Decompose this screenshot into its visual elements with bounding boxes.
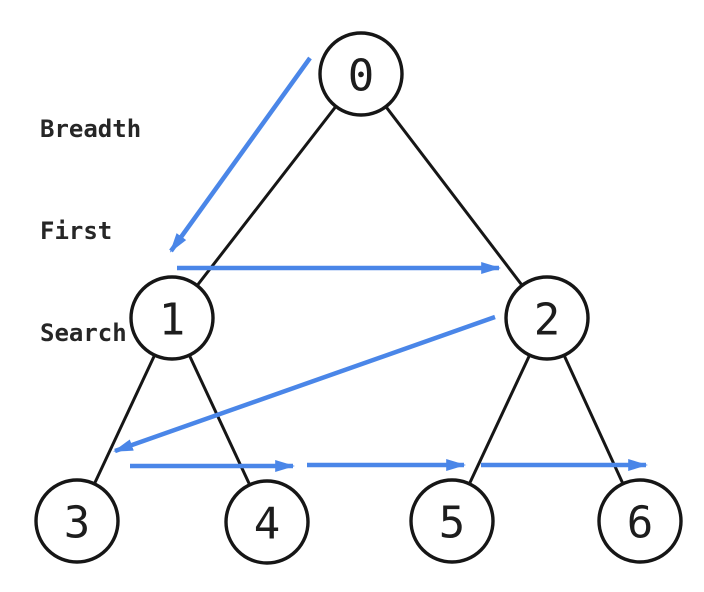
bfs-arrow-0-1 bbox=[169, 56, 312, 253]
tree-nodes-layer: 0 1 2 3 4 5 6 bbox=[34, 31, 683, 565]
tree-node-circle-4 bbox=[224, 479, 310, 565]
tree-node-label-1: 1 bbox=[159, 295, 186, 346]
tree-node-1: 1 bbox=[129, 275, 215, 361]
tree-node-circle-3 bbox=[34, 478, 120, 564]
tree-node-circle-6 bbox=[597, 478, 683, 564]
tree-node-circle-2 bbox=[504, 275, 590, 361]
tree-node-label-4: 4 bbox=[254, 499, 281, 550]
tree-node-4: 4 bbox=[224, 479, 310, 565]
diagram-title: Breadth First Search bbox=[40, 44, 141, 418]
tree-node-circle-5 bbox=[409, 478, 495, 564]
tree-edge-0-2 bbox=[359, 73, 549, 319]
title-line-1: Breadth bbox=[40, 115, 142, 143]
tree-node-label-3: 3 bbox=[64, 498, 91, 549]
tree-node-3: 3 bbox=[34, 478, 120, 564]
tree-node-0: 0 bbox=[318, 31, 404, 117]
title-line-3: Search bbox=[40, 319, 127, 347]
tree-node-label-6: 6 bbox=[627, 498, 654, 549]
tree-node-label-2: 2 bbox=[534, 295, 561, 346]
tree-edge-0-1 bbox=[170, 73, 363, 319]
tree-node-6: 6 bbox=[597, 478, 683, 564]
bfs-arrows-layer bbox=[113, 56, 648, 472]
bfs-arrow-2-3 bbox=[113, 314, 496, 454]
tree-node-label-5: 5 bbox=[439, 498, 466, 549]
tree-node-circle-0 bbox=[318, 31, 404, 117]
title-line-2: First bbox=[40, 217, 113, 245]
tree-node-circle-1 bbox=[129, 275, 215, 361]
tree-node-2: 2 bbox=[504, 275, 590, 361]
tree-node-label-0: 0 bbox=[348, 51, 375, 102]
tree-node-5: 5 bbox=[409, 478, 495, 564]
